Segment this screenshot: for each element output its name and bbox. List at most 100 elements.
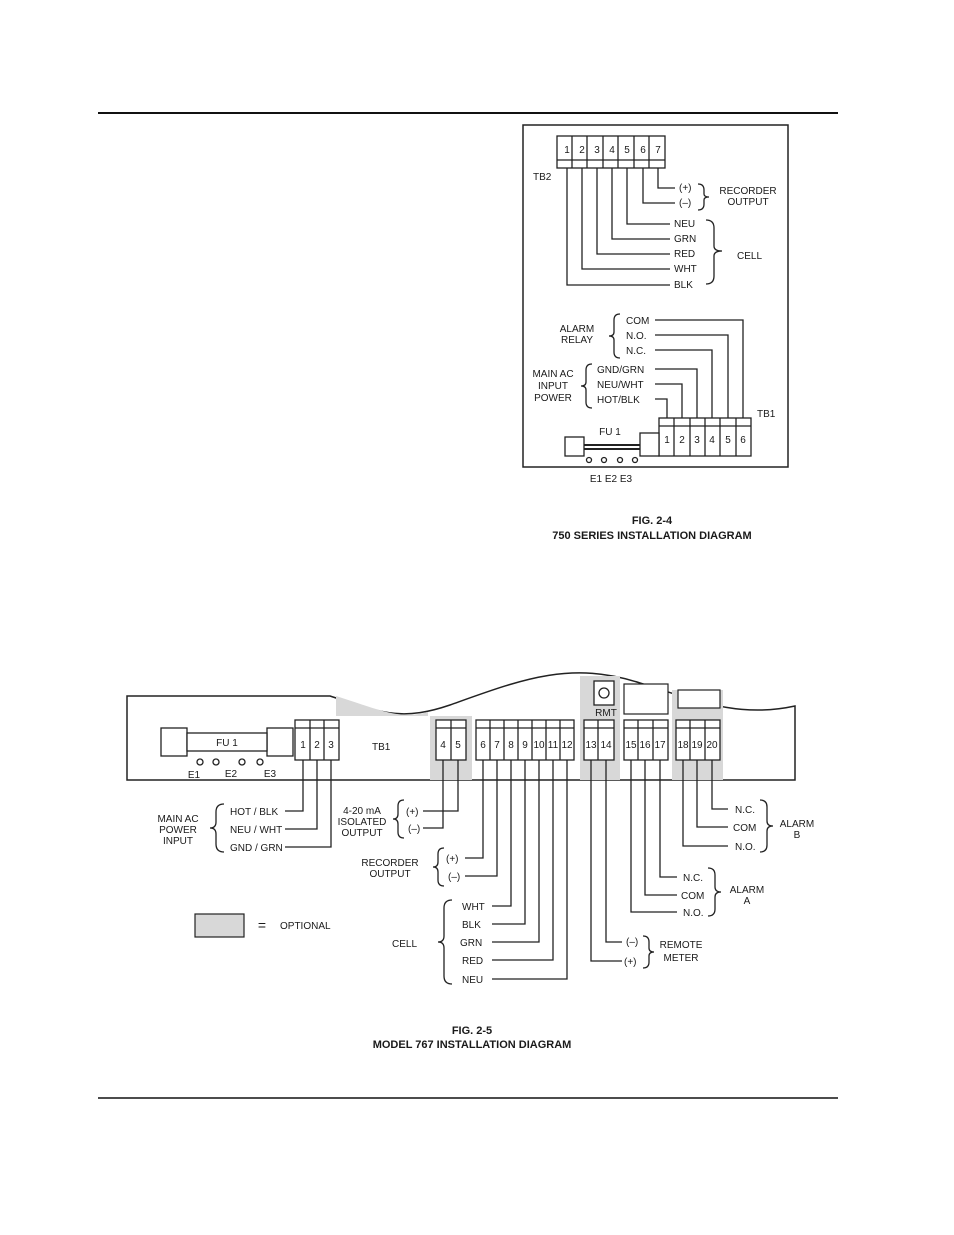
terminal-group-15-17: 15 16 17: [623, 683, 669, 761]
isolated-brace: [392, 799, 405, 839]
fig5-caption-line1: FIG. 2-5: [452, 1025, 492, 1037]
power-brace: [580, 363, 593, 409]
isolated-group-line2: ISOLATED: [338, 817, 387, 828]
fig5-terminal-5: 5: [455, 740, 461, 751]
fig5-terminal-7: 7: [494, 740, 500, 751]
tb2-terminal-7: 7: [655, 145, 661, 156]
fig4-caption-line2: 750 SERIES INSTALLATION DIAGRAM: [552, 530, 751, 542]
tb1-terminal-block: 1 2 3 4 5 6 TB1: [658, 409, 776, 457]
alarm-group-line2: RELAY: [561, 335, 593, 346]
cell-brace: [705, 219, 723, 285]
alarm-wire-no: N.O.: [626, 331, 647, 342]
fig-2-4-diagram: 1 2 3 4 5 6 7 TB2 (+) (–) RECORDER OUTPU…: [522, 124, 789, 485]
tb1-terminal-3: 3: [694, 435, 700, 446]
alarm-b-group-line2: B: [794, 830, 801, 841]
fig4-caption-line1: FIG. 2-4: [632, 515, 673, 527]
fig5-power-group-line3: INPUT: [163, 836, 193, 847]
isolated-group-line1: 4-20 mA: [343, 806, 381, 817]
cell-group-label: CELL: [737, 251, 762, 262]
fig5-terminal-17: 17: [654, 740, 666, 751]
fig5-cell-grn: GRN: [460, 938, 482, 949]
fig5-e1: E1: [188, 770, 201, 781]
alarm-group-line1: ALARM: [560, 324, 594, 335]
fig5-terminal-16: 16: [639, 740, 651, 751]
tb1-terminal-2: 2: [679, 435, 685, 446]
fig5-recorder-group-line1: RECORDER: [361, 858, 418, 869]
fig5-e3: E3: [264, 769, 277, 780]
fig4-fuse-label: FU 1: [599, 427, 621, 438]
fig5-terminal-1: 1: [300, 740, 306, 751]
alarm-brace: [608, 313, 621, 359]
alarm-a-brace: [707, 867, 722, 917]
fig5-e2: E2: [225, 769, 238, 780]
fig5-terminal-6: 6: [480, 740, 486, 751]
tb2-terminal-1: 1: [564, 145, 570, 156]
tb2-terminal-block: 1 2 3 4 5 6 7 TB2: [533, 135, 666, 183]
fig5-cell-brace: [437, 899, 453, 985]
fig5-terminal-2: 2: [314, 740, 320, 751]
alarm-b-com: COM: [733, 823, 756, 834]
power-wire-gnd: GND/GRN: [597, 365, 644, 376]
cell-wire-blk: BLK: [674, 280, 693, 291]
fig5-tb1-label: TB1: [372, 742, 391, 753]
terminal-group-13-14: RMT 13 14: [583, 680, 617, 761]
alarm-wire-nc: N.C.: [626, 346, 646, 357]
fig5-terminal-20: 20: [706, 740, 718, 751]
cell-wire-wht: WHT: [674, 264, 697, 275]
power-group-line1: MAIN AC: [532, 369, 573, 380]
fig5-terminal-15: 15: [625, 740, 637, 751]
fig5-terminal-13: 13: [585, 740, 597, 751]
terminal-group-18-20: 18 19 20: [675, 689, 721, 761]
fig5-recorder-neg: (–): [448, 872, 460, 883]
power-group-line3: POWER: [534, 393, 572, 404]
isolated-pos: (+): [406, 807, 419, 818]
recorder-neg-label: (–): [679, 198, 691, 209]
power-wire-hot: HOT/BLK: [597, 395, 640, 406]
terminal-group-1-3: 1 2 3: [294, 719, 340, 761]
fig5-recorder-pos: (+): [446, 854, 459, 865]
fig5-recorder-brace: [432, 847, 445, 887]
meter-pos: (+): [624, 957, 637, 968]
tb2-terminal-4: 4: [609, 145, 615, 156]
fig5-power-neu: NEU / WHT: [230, 825, 282, 836]
fig5-cell-group: CELL: [392, 939, 417, 950]
rmt-label: RMT: [595, 708, 617, 719]
tb2-terminal-3: 3: [594, 145, 600, 156]
fig4-fuse: FU 1 E1 E2 E3: [564, 427, 660, 485]
rmt-pot: [593, 680, 615, 706]
fig5-power-group-line2: POWER: [159, 825, 197, 836]
fig5-terminal-9: 9: [522, 740, 528, 751]
alarm-a-group-line2: A: [744, 896, 751, 907]
fig5-terminal-3: 3: [328, 740, 334, 751]
meter-group-line1: REMOTE: [660, 940, 703, 951]
fig5-caption-line2: MODEL 767 INSTALLATION DIAGRAM: [373, 1039, 572, 1051]
fig5-fuse: FU 1 E1 E2 E3: [160, 727, 294, 781]
tb1-label: TB1: [757, 409, 776, 420]
power-wire-neu: NEU/WHT: [597, 380, 644, 391]
fig5-terminal-10: 10: [533, 740, 545, 751]
isolated-neg: (–): [408, 824, 420, 835]
alarm-a-no: N.O.: [683, 908, 704, 919]
fig5-terminal-14: 14: [600, 740, 612, 751]
power-group-line2: INPUT: [538, 381, 568, 392]
recorder-pos-label: (+): [679, 183, 692, 194]
tb1-terminal-5: 5: [725, 435, 731, 446]
isolated-group-line3: OUTPUT: [341, 828, 382, 839]
fig5-recorder-group-line2: OUTPUT: [369, 869, 410, 880]
fig5-terminal-11: 11: [548, 740, 559, 751]
alarm-b-brace: [759, 799, 774, 853]
fig-2-5-diagram: FU 1 E1 E2 E3 TB1 1 2 3 4 5: [126, 672, 814, 986]
fig5-cell-red: RED: [462, 956, 483, 967]
alarm-wire-com: COM: [626, 316, 649, 327]
cell-wire-red: RED: [674, 249, 695, 260]
fig5-terminal-18: 18: [677, 740, 689, 751]
tb1-terminal-4: 4: [709, 435, 715, 446]
tb2-terminal-5: 5: [624, 145, 630, 156]
alarm-b-group-line1: ALARM: [780, 819, 814, 830]
cell-wire-grn: GRN: [674, 234, 696, 245]
fig5-terminal-4: 4: [440, 740, 446, 751]
fig5-power-brace: [209, 803, 225, 853]
fig5-cell-wht: WHT: [462, 902, 485, 913]
fig5-terminal-12: 12: [561, 740, 573, 751]
